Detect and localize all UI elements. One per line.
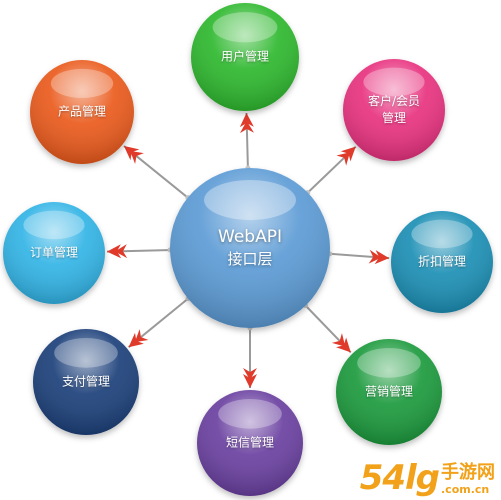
dart-fin bbox=[340, 146, 356, 162]
module-highlight bbox=[357, 348, 421, 378]
dart-connector-customer bbox=[305, 145, 357, 196]
module-bubble-marketing bbox=[336, 339, 442, 445]
dart-fin bbox=[123, 145, 140, 161]
module-highlight bbox=[23, 210, 85, 240]
dart-connector-payment bbox=[127, 296, 191, 348]
hub-highlight bbox=[204, 180, 296, 220]
dart-fin bbox=[331, 333, 346, 347]
module-bubble-order bbox=[3, 202, 105, 304]
watermark-site: 手游网 bbox=[441, 462, 495, 483]
module-gloss bbox=[191, 3, 299, 111]
dart-fin bbox=[239, 120, 254, 134]
module-gloss bbox=[33, 329, 139, 435]
module-bubbles bbox=[3, 3, 493, 496]
module-highlight bbox=[54, 338, 118, 368]
watermark-side: 手游网.com.cn bbox=[441, 462, 495, 497]
module-gloss bbox=[30, 60, 134, 164]
module-gloss bbox=[197, 390, 303, 496]
dart-fin bbox=[239, 112, 254, 128]
dart-fin bbox=[134, 329, 149, 343]
module-highlight bbox=[411, 219, 473, 249]
dart-connector-user bbox=[239, 112, 254, 171]
dart-fin bbox=[128, 332, 144, 348]
dart-connector-product bbox=[123, 145, 191, 201]
dart-fin bbox=[114, 244, 128, 259]
dart-connector-order bbox=[106, 244, 173, 259]
dart-fin bbox=[243, 374, 257, 388]
dart-fin bbox=[243, 368, 257, 380]
dart-connector-sms bbox=[243, 325, 257, 388]
module-bubble-sms bbox=[197, 390, 303, 496]
module-bubble-payment bbox=[33, 329, 139, 435]
watermark-domain: .com.cn bbox=[441, 483, 490, 496]
module-highlight bbox=[50, 68, 114, 98]
watermark-digits: 54lg bbox=[359, 458, 440, 498]
module-gloss bbox=[391, 211, 493, 313]
module-highlight bbox=[363, 67, 425, 97]
module-highlight bbox=[212, 12, 278, 43]
dart-connector-discount bbox=[327, 249, 390, 265]
dart-fin bbox=[336, 337, 351, 353]
module-bubble-customer bbox=[343, 59, 445, 161]
dart-fin bbox=[374, 250, 390, 265]
dart-fin bbox=[106, 244, 122, 259]
dart-fin bbox=[368, 249, 382, 264]
module-gloss bbox=[3, 202, 105, 304]
module-gloss bbox=[343, 59, 445, 161]
module-gloss bbox=[336, 339, 442, 445]
module-bubble-product bbox=[30, 60, 134, 164]
module-highlight bbox=[218, 399, 282, 429]
hub-bubble bbox=[170, 168, 330, 328]
dart-fin bbox=[336, 152, 350, 166]
dart-connector-marketing bbox=[303, 303, 352, 354]
dart-fin bbox=[130, 151, 144, 165]
module-bubble-user bbox=[191, 3, 299, 111]
module-bubble-discount bbox=[391, 211, 493, 313]
hub-gloss bbox=[170, 168, 330, 328]
